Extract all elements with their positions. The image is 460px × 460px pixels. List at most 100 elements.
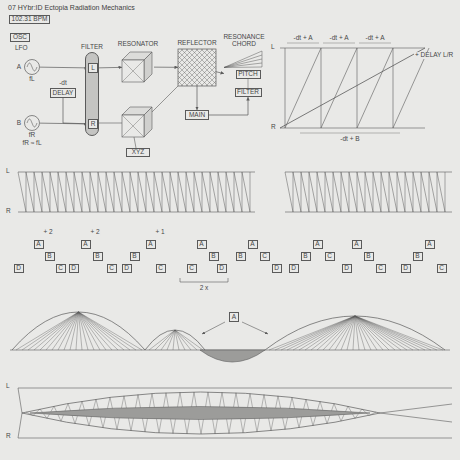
label-box: A bbox=[81, 240, 91, 249]
cube-block: RESONATOR bbox=[122, 50, 154, 84]
zigzag-stroke bbox=[114, 172, 122, 212]
delay-stroke bbox=[357, 48, 393, 128]
box-label: 102.31 BPM bbox=[12, 16, 48, 23]
label-box: B bbox=[413, 252, 423, 261]
label-box: A bbox=[197, 240, 207, 249]
hatch-stroke bbox=[196, 66, 216, 86]
channel-line bbox=[285, 172, 452, 173]
label-box: A bbox=[146, 240, 156, 249]
channel-label: R bbox=[5, 208, 12, 215]
hatch-stroke bbox=[178, 51, 213, 86]
hill-hatch bbox=[355, 316, 383, 350]
hill-hatch bbox=[353, 316, 355, 350]
cube-diagonal bbox=[122, 115, 144, 137]
bracket bbox=[180, 278, 181, 282]
label-box: B bbox=[45, 252, 55, 261]
zigzag-stroke bbox=[333, 172, 334, 212]
box-label: FILTER bbox=[237, 89, 259, 96]
hill-hatch bbox=[175, 330, 203, 350]
zigzag-stroke bbox=[250, 172, 251, 212]
label-box: B bbox=[236, 252, 246, 261]
annotation: -dt + A bbox=[329, 35, 350, 42]
zigzag-stroke bbox=[146, 172, 147, 212]
box-label: A bbox=[199, 241, 203, 248]
label-box: C bbox=[107, 264, 117, 273]
dimension-line bbox=[323, 43, 355, 44]
label-box: PITCH bbox=[236, 70, 261, 79]
zigzag-stroke bbox=[381, 172, 389, 212]
hill-hatch bbox=[293, 316, 355, 350]
label-box: A bbox=[34, 240, 44, 249]
box-label: D bbox=[124, 265, 129, 272]
hill-outline bbox=[12, 312, 145, 350]
channel-line bbox=[18, 388, 452, 389]
zigzag-stroke bbox=[34, 172, 42, 212]
box-label: D bbox=[403, 265, 408, 272]
spindle-core bbox=[30, 407, 370, 420]
zigzag-stroke bbox=[90, 172, 91, 212]
label-box: C bbox=[437, 264, 447, 273]
box-label: C bbox=[378, 265, 383, 272]
hill-hatch bbox=[335, 316, 355, 350]
box-label: A bbox=[232, 314, 236, 321]
hill-hatch bbox=[64, 312, 79, 350]
hill-hatch bbox=[79, 312, 107, 350]
zigzag-stroke bbox=[357, 172, 365, 212]
zigzag-stroke bbox=[218, 172, 226, 212]
label-box: R bbox=[88, 119, 98, 129]
zigzag-stroke bbox=[186, 172, 187, 212]
zigzag-stroke bbox=[178, 172, 179, 212]
sine-wave bbox=[27, 63, 37, 71]
delay-diagonal bbox=[280, 48, 425, 128]
node-caption: fR bbox=[29, 132, 36, 139]
zigzag-stroke bbox=[130, 172, 138, 212]
box-label: OSC bbox=[13, 34, 27, 41]
bracket bbox=[228, 278, 229, 282]
zigzag-stroke bbox=[349, 172, 350, 212]
zigzag-stroke bbox=[301, 172, 302, 212]
hatch-stroke bbox=[201, 49, 216, 64]
title: 07 HYbr:ID Ectopia Radiation Mechanics bbox=[8, 4, 135, 11]
node-caption: B bbox=[17, 120, 21, 127]
label-box: 102.31 BPM bbox=[9, 15, 50, 24]
hill-hatch bbox=[79, 312, 83, 350]
box-label: C bbox=[262, 253, 267, 260]
box-label: B bbox=[366, 253, 370, 260]
hill-hatch bbox=[76, 312, 79, 350]
hill-outline bbox=[265, 316, 445, 350]
zigzag-stroke bbox=[138, 172, 139, 212]
zigzag-stroke bbox=[114, 172, 115, 212]
zigzag-stroke bbox=[154, 172, 155, 212]
zigzag-stroke bbox=[90, 172, 98, 212]
channel-line bbox=[18, 438, 452, 439]
channel-label: L bbox=[5, 168, 11, 175]
hill-hatch bbox=[149, 330, 175, 350]
zigzag-stroke bbox=[365, 172, 366, 212]
node-caption: A bbox=[17, 64, 21, 71]
hill-hatch bbox=[299, 316, 355, 350]
spindle-tail bbox=[18, 388, 22, 413]
hill-hatch bbox=[317, 316, 355, 350]
annotation: + DELAY L/R bbox=[414, 52, 454, 59]
hill-hatch bbox=[155, 330, 175, 350]
circle-shape bbox=[24, 115, 40, 131]
zigzag-stroke bbox=[234, 172, 235, 212]
zigzag-stroke bbox=[130, 172, 131, 212]
zigzag-stroke bbox=[98, 172, 106, 212]
box-label: A bbox=[354, 241, 358, 248]
zigzag-stroke bbox=[154, 172, 162, 212]
delay-stroke bbox=[393, 48, 429, 128]
label-box: C bbox=[187, 264, 197, 273]
label-box: XYZ bbox=[126, 148, 150, 157]
hatch-block: REFLECTOR bbox=[178, 49, 216, 86]
box-label: D bbox=[274, 265, 279, 272]
cube-shape bbox=[122, 50, 154, 84]
hatch-stroke bbox=[186, 56, 216, 86]
wire bbox=[152, 86, 178, 112]
box-label: D bbox=[71, 265, 76, 272]
dimension-line bbox=[359, 43, 391, 44]
oscillator-ring bbox=[25, 116, 40, 131]
spindle-tail bbox=[380, 413, 452, 422]
node-caption: REFLECTOR bbox=[177, 40, 216, 47]
